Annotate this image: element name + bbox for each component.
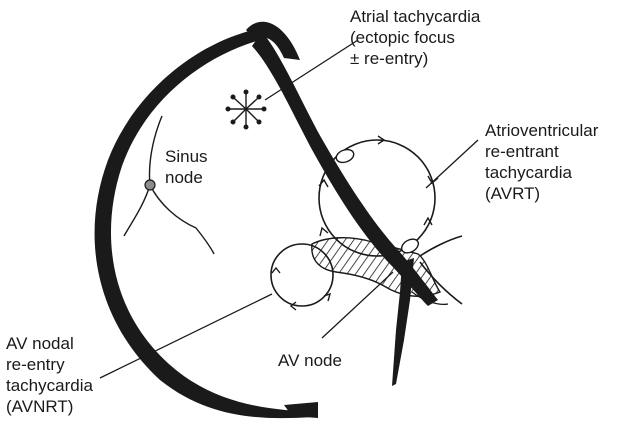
avnrt-direction-arrows [272,268,330,310]
sinus-tract-left [124,185,150,236]
label-avnrt: AV nodal re-entry tachycardia (AVNRT) [6,333,93,417]
sinus-node-dot [145,180,155,190]
label-sinus-node: Sinus node [165,146,208,188]
sinus-tract-upper [150,116,163,185]
ectopic-focus-icon [226,90,266,129]
label-avrt: Atrioventricular re-entrant tachycardia … [485,120,598,204]
avnrt-circuit [271,244,333,306]
sinus-tract-right [150,185,214,254]
leader-avrt [426,140,478,188]
label-atrial-tachycardia: Atrial tachycardia (ectopic focus ± re-e… [350,6,480,69]
label-av-node: AV node [278,350,342,371]
accessory-pathway-gap [334,147,355,164]
ventricle-line-2 [420,236,462,256]
